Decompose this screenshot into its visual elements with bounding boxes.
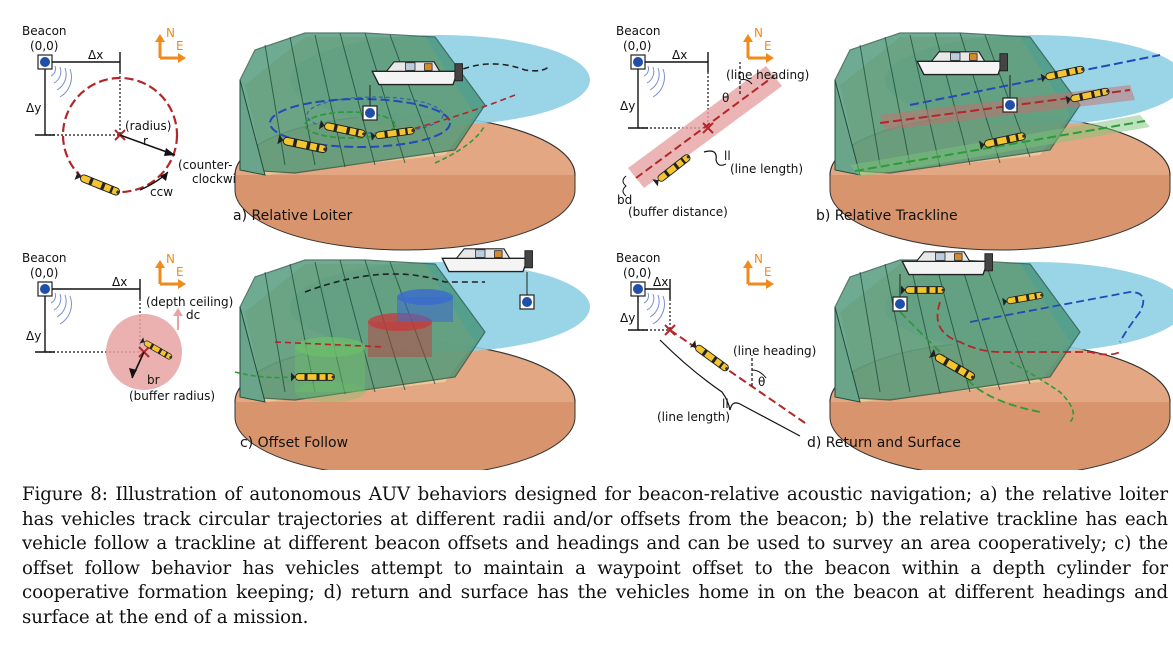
depth-ceiling-label: (depth ceiling) (146, 295, 233, 309)
panel-c-caption: c) Offset Follow (240, 435, 348, 451)
dx-label: Δx (112, 275, 127, 289)
auv-icon (689, 339, 731, 374)
scene-d (829, 251, 1173, 470)
direction-label: (counter- (178, 158, 232, 172)
scene-b (829, 32, 1173, 251)
dc-label: dc (186, 308, 200, 322)
ripple-icon (643, 292, 665, 325)
compass-north: N (166, 26, 175, 40)
dx-label: Δx (88, 48, 103, 62)
dy-label: Δy (620, 99, 635, 113)
dy-label: Δy (26, 101, 41, 115)
ccw-label: ccw (150, 185, 173, 199)
line-length-label: (line length) (657, 410, 730, 424)
compass-east: E (764, 265, 772, 279)
origin-label: (0,0) (30, 266, 58, 280)
scene-c (234, 248, 591, 470)
beacon-icon (37, 281, 53, 297)
panel-c: Beacon (0,0) Δx Δy br (buffer radius) (d… (22, 248, 591, 470)
panel-a-caption: a) Relative Loiter (233, 208, 353, 224)
compass-east: E (764, 39, 772, 53)
dy-label: Δy (26, 329, 41, 343)
panel-b-caption: b) Relative Trackline (816, 208, 958, 224)
line-length-label: (line length) (730, 162, 803, 176)
loiter-circle (61, 76, 179, 194)
theta-label: θ (722, 91, 729, 105)
line-heading-label: (line heading) (726, 68, 809, 82)
auv-icon (73, 170, 122, 198)
buffer-distance-label: (buffer distance) (628, 205, 728, 219)
origin-label: (0,0) (623, 266, 651, 280)
br-label: br (147, 373, 160, 387)
beacon-icon (630, 54, 646, 70)
panel-b: Beacon (0,0) Δx Δy θ (line heading) ll (… (616, 24, 1173, 251)
panel-a: Beacon (0,0) Δx Δy (radius) r (counter- … (22, 24, 591, 251)
dx-label: Δx (653, 275, 668, 289)
compass-east: E (176, 39, 184, 53)
beacon-icon (630, 281, 646, 297)
beacon-icon (37, 54, 53, 70)
panel-d-caption: d) Return and Surface (807, 435, 961, 451)
compass-north: N (754, 26, 763, 40)
ripple-icon (50, 292, 72, 325)
ll-label: ll (722, 397, 729, 411)
panel-d: Beacon (0,0) Δx Δy θ (line heading) ll (… (616, 251, 1173, 470)
compass-east: E (176, 265, 184, 279)
figure-caption: Figure 8: Illustration of autonomous AUV… (22, 484, 1168, 628)
beacon-label: Beacon (616, 251, 661, 265)
ripple-icon (643, 65, 665, 98)
radius-label: (radius) (125, 119, 171, 133)
beacon-label: Beacon (616, 24, 661, 38)
r-label: r (143, 134, 148, 148)
compass-north: N (166, 252, 175, 266)
ripple-icon (50, 65, 72, 98)
bd-label: bd (617, 193, 632, 207)
buffer-radius-label: (buffer radius) (129, 389, 215, 403)
ll-label: ll (724, 149, 731, 163)
compass-north: N (754, 252, 763, 266)
dy-label: Δy (620, 311, 635, 325)
origin-label: (0,0) (623, 39, 651, 53)
beacon-label: Beacon (22, 251, 67, 265)
line-heading-label: (line heading) (733, 344, 816, 358)
figure-illustration: Beacon (0,0) Δx Δy (radius) r (counter- … (22, 24, 1173, 470)
origin-label: (0,0) (30, 39, 58, 53)
theta-label: θ (758, 375, 765, 389)
dx-label: Δx (672, 48, 687, 62)
beacon-label: Beacon (22, 24, 67, 38)
scene-a (234, 32, 591, 251)
